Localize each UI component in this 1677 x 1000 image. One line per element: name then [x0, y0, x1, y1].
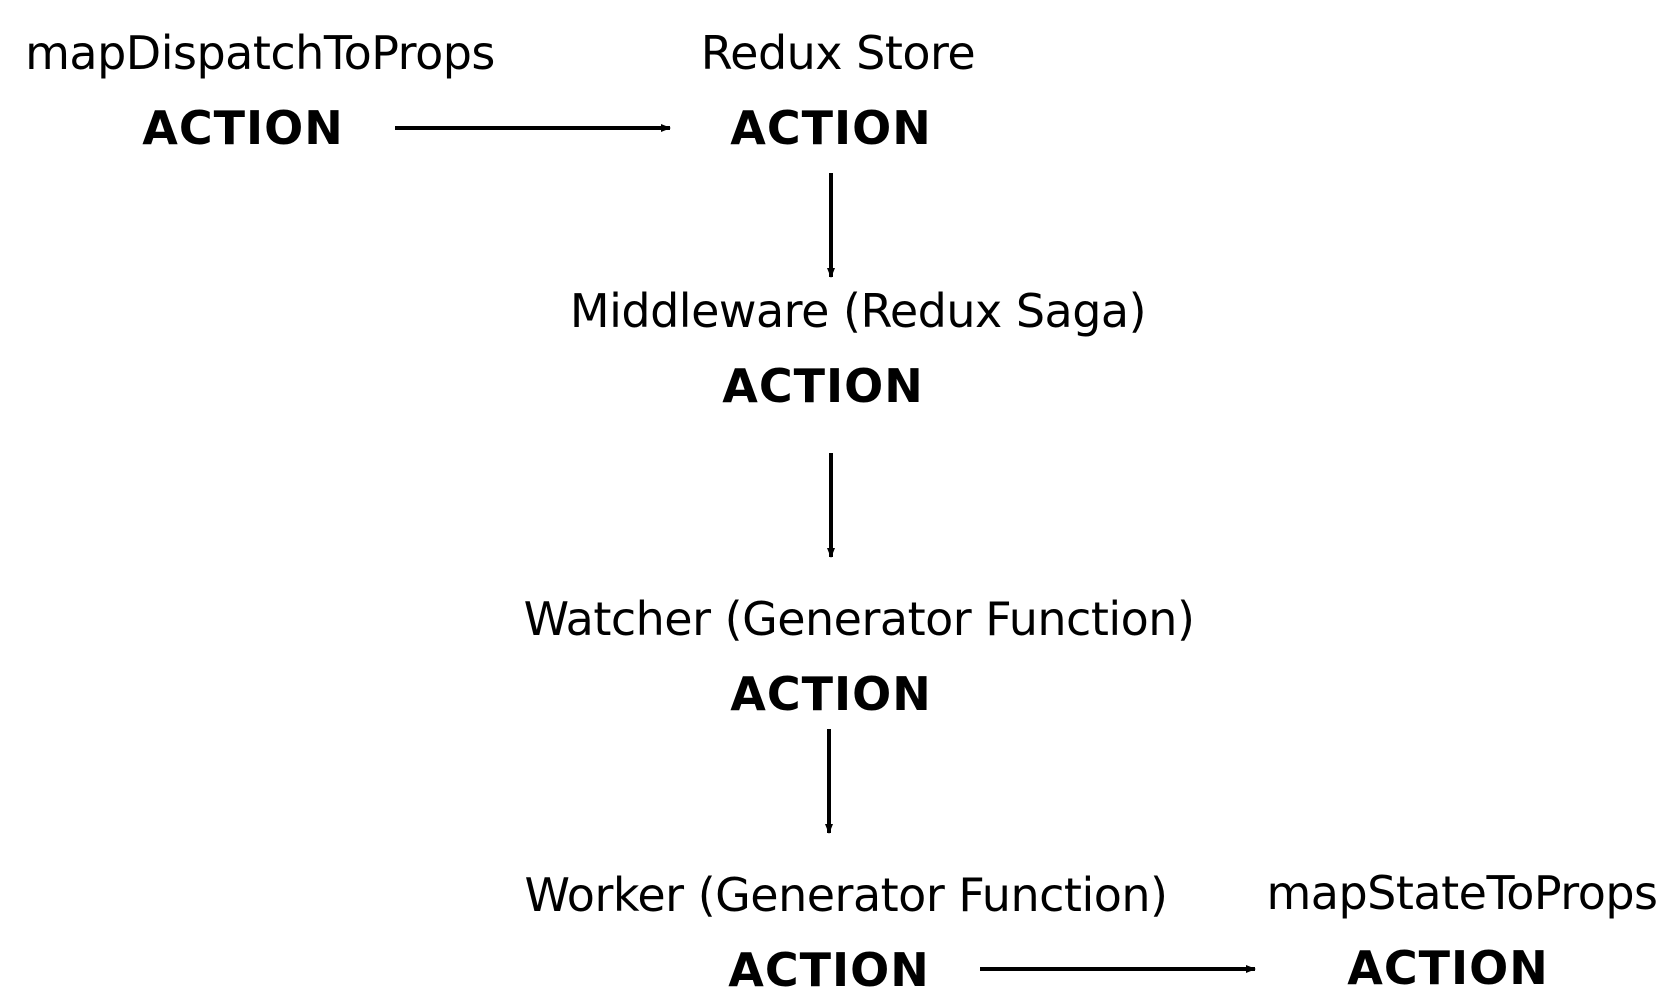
node-redux-store-label: Redux Store [700, 26, 976, 80]
node-middleware-label: Middleware (Redux Saga) [569, 284, 1147, 338]
node-watcher-action: ACTION [730, 667, 932, 721]
node-worker-label: Worker (Generator Function) [524, 868, 1168, 922]
node-map-dispatch-to-props-label: mapDispatchToProps [25, 26, 495, 80]
node-watcher-label: Watcher (Generator Function) [523, 592, 1195, 646]
node-middleware-action: ACTION [722, 359, 924, 413]
node-redux-store-action: ACTION [730, 101, 932, 155]
node-map-state-to-props-action: ACTION [1347, 941, 1549, 995]
node-worker-action: ACTION [728, 943, 930, 997]
node-map-dispatch-to-props-action: ACTION [142, 101, 344, 155]
node-map-state-to-props-label: mapStateToProps [1266, 866, 1658, 920]
